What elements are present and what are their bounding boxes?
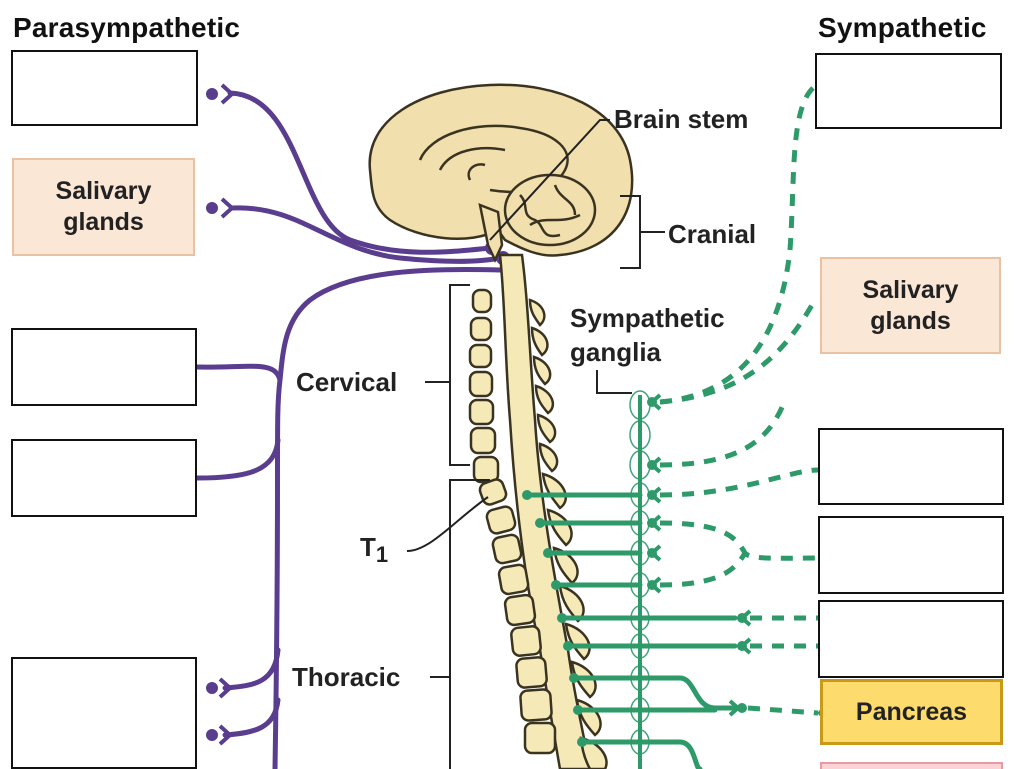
t1-label-subscript: 1: [376, 542, 388, 567]
sympathetic-ganglia-label-line1: Sympathetic: [570, 303, 725, 333]
blank-box-left-3[interactable]: [11, 439, 197, 517]
right-salivary-line1: Salivary: [863, 276, 959, 304]
blank-box-right-3[interactable]: [818, 516, 1004, 594]
blank-box-right-4[interactable]: [818, 600, 1004, 678]
pancreas-label: Pancreas: [856, 697, 967, 728]
brain: [370, 85, 632, 260]
blank-box-right-1[interactable]: [815, 53, 1002, 129]
blank-box-left-2[interactable]: [11, 328, 197, 406]
t1-label-main: T: [360, 532, 376, 562]
blank-box-right-2[interactable]: [818, 428, 1004, 505]
right-salivary-glands-box: Salivary glands: [820, 257, 1001, 354]
left-salivary-line1: Salivary: [56, 177, 152, 205]
cervical-label: Cervical: [296, 367, 397, 397]
sympathetic-ganglion-arrows: [652, 395, 750, 715]
partial-organ-box-bottom-right: [820, 762, 1003, 769]
cranial-label: Cranial: [668, 219, 756, 249]
pancreas-box: Pancreas: [820, 679, 1003, 745]
left-salivary-glands-box: Salivary glands: [12, 158, 195, 256]
thoracic-label: Thoracic: [292, 662, 400, 692]
t1-label: T1: [360, 532, 388, 570]
right-salivary-line2: glands: [870, 307, 951, 335]
left-salivary-line2: glands: [63, 208, 144, 236]
brain-stem-label: Brain stem: [614, 104, 748, 134]
blank-box-left-4[interactable]: [11, 657, 197, 769]
blank-box-left-1[interactable]: [11, 50, 198, 126]
sympathetic-ganglia-label-line2: ganglia: [570, 337, 661, 367]
